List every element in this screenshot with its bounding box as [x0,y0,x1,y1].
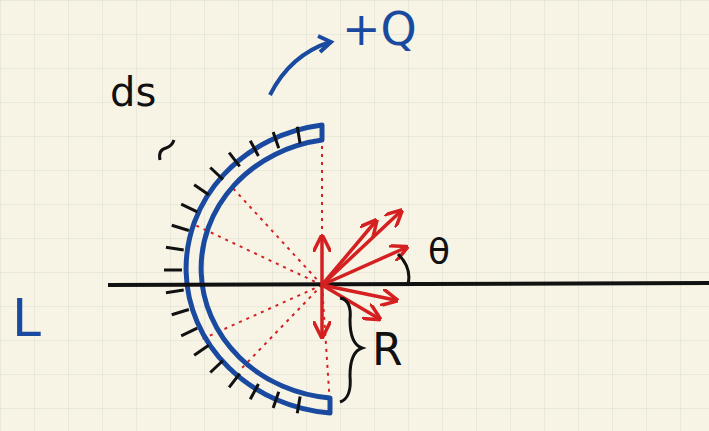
segment-tick [273,392,279,408]
segment-tick [229,374,240,388]
line-label: L [12,292,41,344]
segment-tick [181,328,197,336]
segment-tick [229,153,240,167]
radius-lines [195,135,330,405]
ds-marker [160,140,174,160]
angle-label: θ [428,234,450,270]
segment-tick [194,345,209,355]
radius-label: R [372,328,403,372]
element-label: ds [110,72,156,112]
segment-tick [250,384,258,399]
segment-tick [164,269,182,272]
segment-tick [166,290,184,293]
field-vectors [322,212,405,335]
segment-tick [166,247,184,250]
arc-segments [164,127,300,413]
segment-tick [172,310,189,315]
segment-tick [297,127,300,144]
segment-tick [250,141,258,156]
charge-label: +Q [342,6,417,52]
radius-brace [340,298,362,402]
segment-tick [210,167,223,179]
segment-tick [181,204,197,212]
charged-arc [186,125,330,413]
charge-pointer-head [318,36,331,52]
segment-tick [273,132,279,148]
segment-tick [194,185,209,195]
segment-tick [297,396,300,413]
angle-arc [398,254,409,284]
segment-tick [172,225,189,230]
segment-tick [210,361,223,373]
